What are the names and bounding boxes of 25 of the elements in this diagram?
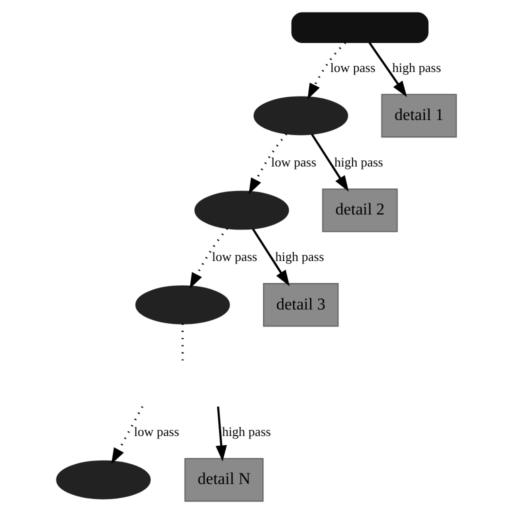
edge-label: low pass [212, 248, 258, 264]
arrow [252, 228, 290, 286]
arrow [190, 228, 228, 289]
arrow [111, 406, 144, 464]
arrow [311, 134, 349, 192]
node-ellipse [194, 190, 289, 230]
edge-label: low pass [134, 424, 180, 439]
edge-label: high pass [334, 154, 384, 170]
edge-label: low pass [271, 154, 316, 170]
edge-label: high pass [275, 248, 324, 264]
node-box: detail 1 [381, 94, 457, 138]
node-box: detail 3 [263, 283, 339, 327]
node-ellipse [135, 285, 230, 324]
edge-label: high pass [392, 60, 442, 75]
arrow [216, 406, 227, 462]
edge-label: low pass [330, 60, 376, 75]
arrow [368, 42, 407, 98]
arrow [307, 42, 346, 100]
node-box: detail N [184, 458, 264, 502]
node-ellipse [254, 96, 348, 136]
node-box [291, 12, 428, 44]
arrow [248, 133, 288, 194]
node-box: detail 2 [322, 188, 398, 232]
node-ellipse [56, 460, 151, 500]
edge-label: high pass [222, 424, 271, 439]
